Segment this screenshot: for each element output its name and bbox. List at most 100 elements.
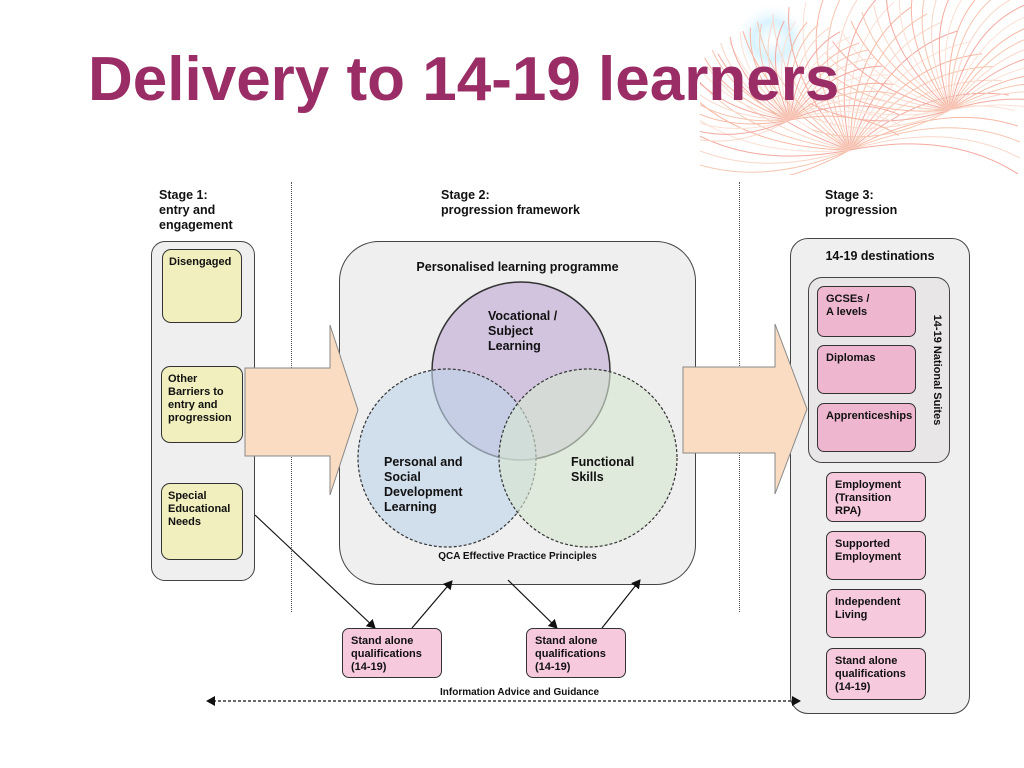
firework-streak — [949, 104, 1024, 111]
firework-streak — [749, 27, 791, 121]
firework-streak — [949, 58, 1024, 111]
firework-streak — [789, 27, 830, 121]
firework-streak — [949, 16, 1024, 111]
firework-streak — [824, 52, 951, 111]
firework-streak — [700, 113, 791, 125]
functional-circle — [498, 368, 678, 548]
barriers-box: Other Barriers to entry and progression — [161, 366, 243, 443]
firework-streak — [700, 104, 791, 122]
firework-streak — [700, 135, 851, 157]
standalone-box-1: Stand alone qualifications (14-19) — [342, 628, 442, 678]
firework-streak — [849, 53, 983, 151]
flow-arrow-left — [244, 324, 359, 496]
firework-streak — [840, 30, 951, 111]
firework-streak — [789, 105, 901, 121]
firework-streak — [809, 109, 951, 129]
firework-streak — [949, 39, 1024, 111]
firework-streak — [944, 0, 962, 111]
firework-streak — [827, 0, 851, 151]
personal-label: Personal and Social Development Learning — [384, 455, 463, 514]
firework-streak — [948, 0, 976, 111]
firework-streak — [811, 89, 951, 116]
firework-streak — [849, 41, 971, 151]
firework-streak — [700, 102, 851, 151]
personalised-learning-title: Personalised learning programme — [416, 260, 619, 274]
apprenticeships-box: Apprenticeships — [817, 403, 916, 452]
firework-streak — [772, 13, 851, 151]
arrow-centre-to-standalone — [507, 579, 558, 629]
vocational-label: Vocational / Subject Learning — [488, 309, 558, 353]
firework-streak — [850, 20, 951, 111]
gcse-alevels-box: GCSEs / A levels — [817, 286, 916, 337]
supported-employment-box: Supported Employment — [826, 531, 926, 580]
firework-streak — [836, 0, 858, 151]
firework-streak — [739, 31, 791, 121]
firework-streak — [767, 22, 791, 121]
firework-streak — [789, 110, 901, 126]
firework-streak — [700, 149, 851, 164]
firework-streak — [789, 74, 889, 121]
firework-streak — [886, 0, 951, 111]
stage2-heading: Stage 2: progression framework — [441, 188, 580, 217]
firework-streak — [729, 36, 791, 121]
special-needs-box: Special Educational Needs — [161, 483, 243, 560]
stage1-heading: Stage 1: entry and engagement — [159, 188, 233, 232]
independent-living-box: Independent Living — [826, 589, 926, 638]
firework-streak — [789, 65, 883, 121]
firework-streak — [789, 42, 860, 121]
firework-streak — [789, 98, 899, 121]
firework-streak — [949, 49, 1024, 111]
firework-streak — [700, 82, 791, 121]
firework-streak — [814, 76, 951, 112]
functional-label: Functional Skills — [571, 455, 635, 484]
firework-streak — [949, 98, 1024, 111]
firework-streak — [789, 31, 841, 121]
firework-streak — [759, 24, 791, 121]
firework-streak — [700, 119, 851, 152]
firework-streak — [949, 28, 1024, 111]
firework-streak — [949, 0, 1011, 111]
firework-streak — [873, 4, 951, 111]
flow-arrow-right — [682, 323, 808, 495]
firework-streak — [774, 20, 791, 121]
firework-streak — [849, 136, 1020, 159]
firework-streak — [788, 23, 819, 121]
firework-streak — [700, 68, 791, 121]
disengaged-box: Disengaged — [162, 249, 242, 323]
firework-streak — [949, 83, 1024, 111]
firework-streak — [789, 36, 851, 121]
standalone-destination-box: Stand alone qualifications (14-19) — [826, 648, 926, 700]
page-title: Delivery to 14-19 learners — [88, 45, 840, 114]
firework-streak — [938, 0, 951, 111]
firework-streak — [789, 115, 899, 136]
firework-streak — [849, 116, 1019, 151]
firework-streak — [910, 0, 951, 111]
firework-streak — [809, 102, 951, 122]
destinations-title: 14-19 destinations — [825, 249, 935, 263]
firework-streak — [949, 0, 992, 111]
firework-streak — [785, 21, 808, 121]
firework-streak — [700, 149, 851, 173]
firework-streak — [700, 119, 791, 142]
firework-streak — [861, 11, 951, 111]
firework-streak — [700, 94, 791, 121]
arrow-sen-to-standalone — [254, 514, 376, 629]
firework-streak — [789, 90, 897, 121]
employment-box: Employment (Transition RPA) — [826, 472, 926, 522]
firework-streak — [931, 0, 951, 111]
firework-streak — [789, 82, 893, 121]
arrow-standalone-to-centre-2 — [601, 579, 641, 629]
firework-streak — [949, 4, 1024, 111]
firework-streak — [849, 143, 1019, 175]
firework-streak — [700, 119, 791, 135]
firework-streak — [700, 119, 791, 130]
firework-streak — [849, 127, 1020, 151]
firework-streak — [811, 109, 951, 138]
fireworks-decoration — [700, 0, 1024, 230]
firework-streak — [742, 30, 851, 151]
firework-streak — [729, 41, 851, 151]
arrow-standalone-to-centre — [411, 580, 453, 629]
firework-streak — [898, 0, 951, 111]
qca-principles-label: QCA Effective Practice Principles — [438, 551, 597, 562]
firework-streak — [720, 42, 791, 121]
